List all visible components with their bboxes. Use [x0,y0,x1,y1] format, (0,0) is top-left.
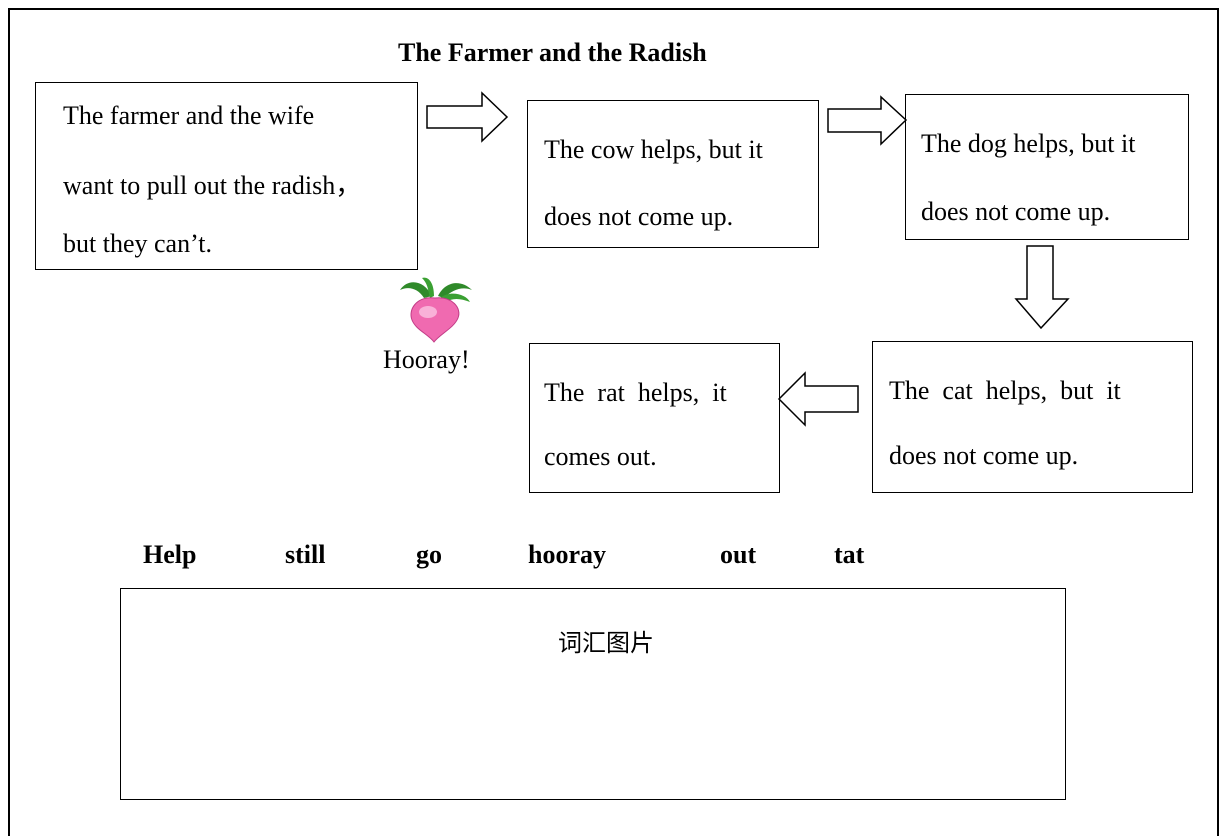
story-title: The Farmer and the Radish [398,38,707,67]
story-box-line: does not come up. [544,202,734,231]
radish-icon [400,277,472,343]
story-box-line: comes out. [544,442,657,471]
story-box-line: does not come up. [889,441,1079,470]
word-bank-item: still [285,540,326,569]
story-box-line: but they can’t. [63,229,212,258]
story-box-line: The cat helps, but it [889,376,1121,405]
story-box-dog: The dog helps, but it does not come up. [905,94,1189,240]
story-box-cat: The cat helps, but it does not come up. [872,341,1193,493]
page-frame [8,8,1219,836]
vocab-picture-label: 词汇图片 [558,629,654,657]
word-bank-item: tat [834,540,865,569]
story-box-line: The farmer and the wife [63,101,315,130]
story-box-line: The dog helps, but it [921,129,1136,158]
word-bank-item: hooray [528,540,606,569]
word-bank-item: go [416,540,442,569]
story-box-farmer: The farmer and the wife want to pull out… [35,82,418,270]
story-box-rat: The rat helps, it comes out. [529,343,780,493]
story-box-cow: The cow helps, but it does not come up. [527,100,819,248]
story-box-line: The cow helps, but it [544,135,763,164]
vocab-picture-box: 词汇图片 [120,588,1066,800]
word-bank-item: Help [143,540,197,569]
arrow-down-icon [1014,245,1070,330]
hooray-text: Hooray! [383,345,470,374]
arrow-left-icon [777,371,859,427]
arrow-right-icon [827,95,908,146]
story-box-line: does not come up. [921,197,1111,226]
story-box-line: want to pull out the radish， [63,171,362,200]
word-bank-item: out [720,540,757,569]
arrow-right-icon [426,91,509,143]
story-box-line: The rat helps, it [544,378,727,407]
